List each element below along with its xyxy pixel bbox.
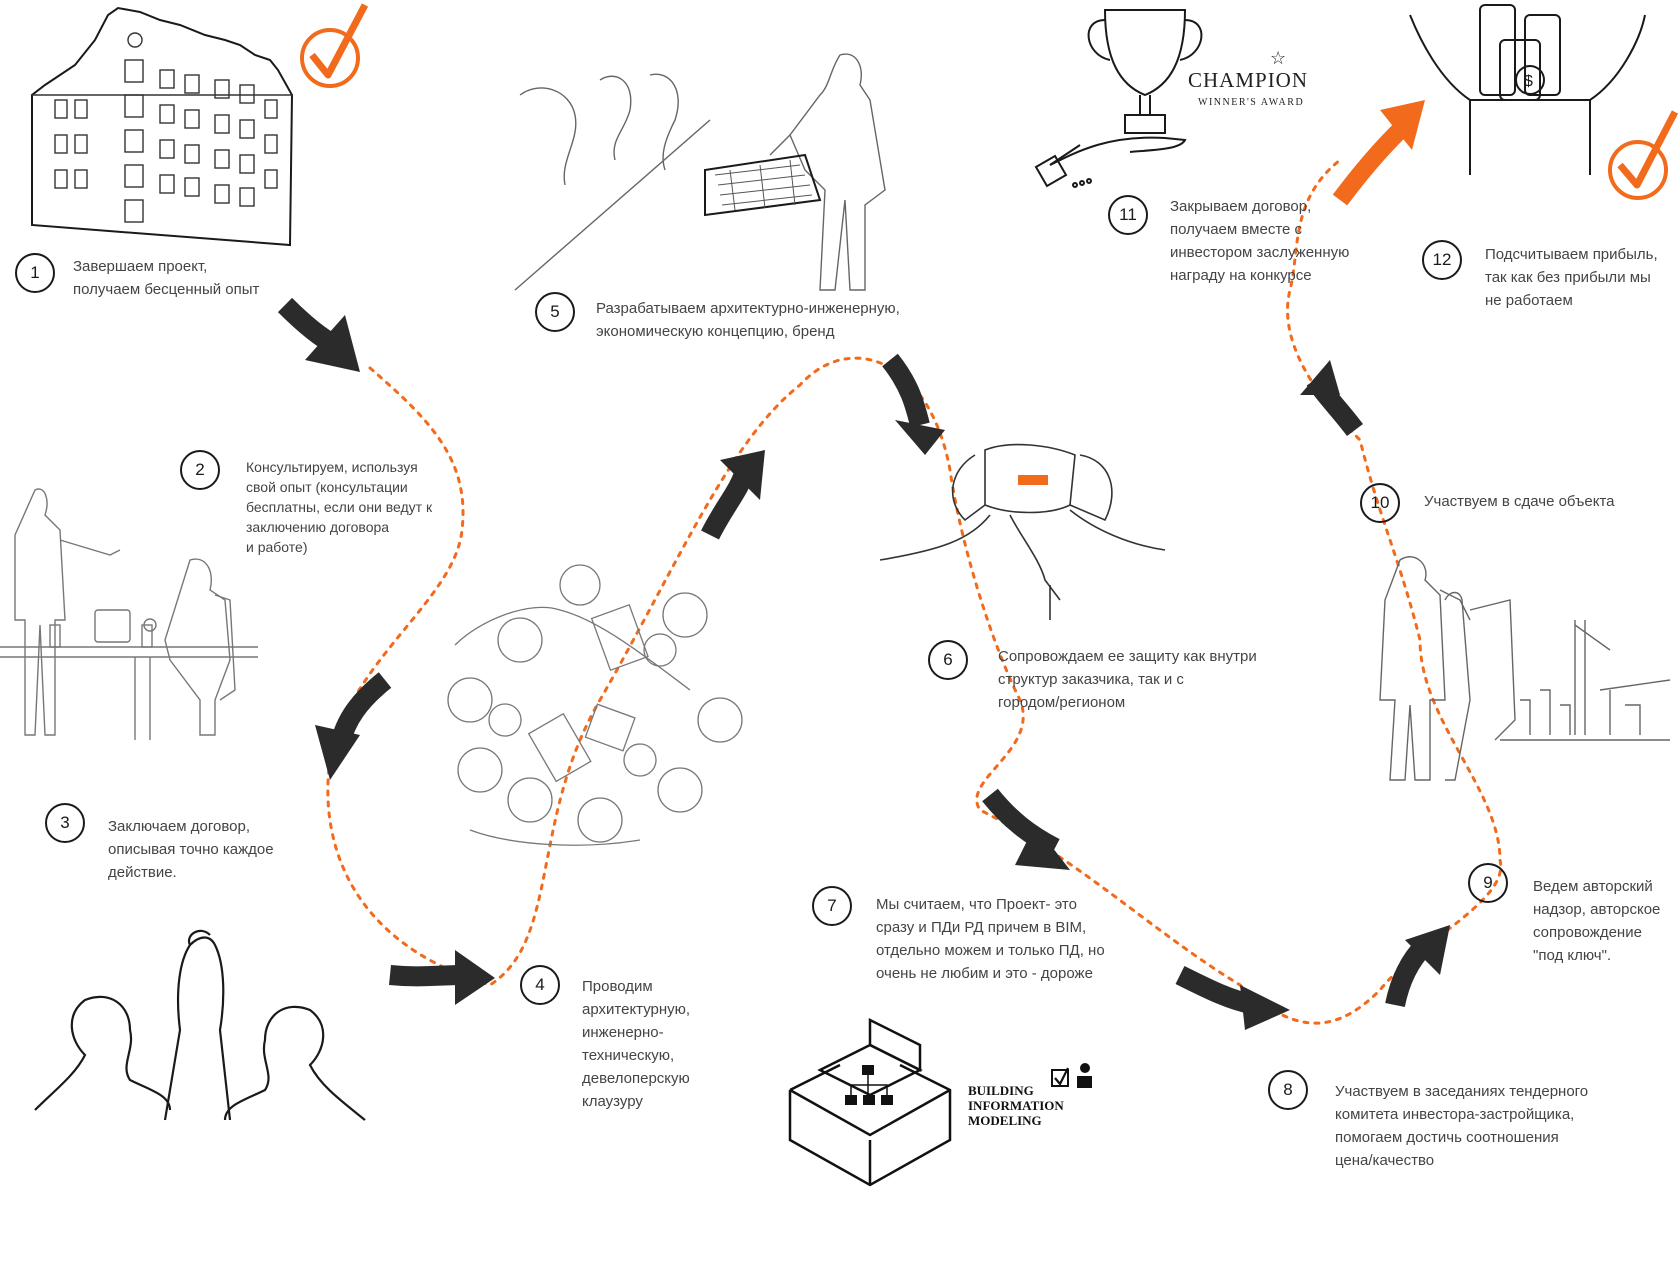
step-5-text: Разрабатываем архитектурно-инженерную, э… bbox=[596, 297, 900, 343]
step-12-line: не работаем bbox=[1485, 292, 1573, 309]
step-1-line: Завершаем проект, bbox=[73, 258, 208, 275]
step-7-text: Мы считаем, что Проект- это сразу и ПДи … bbox=[876, 893, 1105, 985]
step-2-line: и работе) bbox=[246, 539, 308, 555]
bim-line: MODELING bbox=[968, 1113, 1042, 1128]
step-11-line: Закрываем договор, bbox=[1170, 198, 1312, 215]
step-6-number: 6 bbox=[928, 640, 968, 680]
step-7-line: очень не любим и это - дороже bbox=[876, 965, 1093, 982]
construction-site-icon bbox=[1379, 556, 1671, 781]
step-11-line: получаем вместе с bbox=[1170, 221, 1303, 238]
step-9-line: "под ключ". bbox=[1533, 947, 1612, 964]
bim-line: BUILDING bbox=[968, 1083, 1034, 1098]
step-5-line: Разрабатываем архитектурно-инженерную, bbox=[596, 300, 900, 317]
step-9-number: 9 bbox=[1468, 863, 1508, 903]
step-4-line: Проводим bbox=[582, 978, 653, 995]
step-7-line: Мы считаем, что Проект- это bbox=[876, 896, 1077, 913]
bim-person-icon bbox=[1051, 1063, 1092, 1088]
orange-arrow-head bbox=[1380, 100, 1425, 150]
step-6-text: Сопровождаем ее защиту как внутри структ… bbox=[998, 645, 1257, 714]
step-2-text: Консультируем, используя свой опыт (конс… bbox=[246, 457, 432, 557]
star-icon: ☆ bbox=[1270, 48, 1287, 68]
step-3-text: Заключаем договор, описывая точно каждое… bbox=[108, 815, 274, 884]
step-9-line: сопровождение bbox=[1533, 924, 1642, 941]
step-10-text: Участвуем в сдаче объекта bbox=[1424, 490, 1615, 513]
step-4-line: архитектурную, bbox=[582, 1001, 691, 1018]
step-4-number: 4 bbox=[520, 965, 560, 1005]
step-7-line: сразу и ПДи РД причем в BIM, bbox=[876, 919, 1087, 936]
champion-title: CHAMPION bbox=[1188, 68, 1309, 92]
vr-headset-icon bbox=[879, 443, 1166, 620]
step-8-line: помогаем достичь соотношения bbox=[1335, 1129, 1559, 1146]
arrow-heads bbox=[305, 315, 1450, 1030]
step-7-line: отдельно можем и только ПД, но bbox=[876, 942, 1105, 959]
bim-cube-icon bbox=[788, 1017, 952, 1187]
step-8-line: Участвуем в заседаниях тендерного bbox=[1335, 1083, 1589, 1100]
step-8-number: 8 bbox=[1268, 1070, 1308, 1110]
step-8-line: цена/качество bbox=[1335, 1152, 1435, 1169]
champion-subtitle: WINNER'S AWARD bbox=[1198, 97, 1305, 108]
step-2-line: Консультируем, используя bbox=[246, 459, 418, 475]
step-10-number: 10 bbox=[1360, 483, 1400, 523]
checkmark-icon bbox=[300, 3, 369, 88]
step-8-line: комитета инвестора-застройщика, bbox=[1335, 1106, 1575, 1123]
step-5-number: 5 bbox=[535, 292, 575, 332]
step-12-number: 12 bbox=[1422, 240, 1462, 280]
step-4-line: девелоперскую bbox=[582, 1070, 690, 1087]
arrow-5-6 bbox=[882, 353, 930, 428]
step-3-line: действие. bbox=[108, 864, 177, 881]
orange-arrow-profit bbox=[1332, 118, 1412, 206]
meeting-sketch-icon bbox=[514, 53, 886, 291]
step-7-number: 7 bbox=[812, 886, 852, 926]
step-12-line: Подсчитываем прибыль, bbox=[1485, 246, 1658, 263]
step-11-number: 11 bbox=[1108, 195, 1148, 235]
step-3-number: 3 bbox=[45, 803, 85, 843]
step-5-line: экономическую концепцию, бренд bbox=[596, 323, 835, 340]
step-11-line: награду на конкурсе bbox=[1170, 267, 1312, 284]
step-3-line: описывая точно каждое bbox=[108, 841, 274, 858]
step-11-text: Закрываем договор, получаем вместе с инв… bbox=[1170, 195, 1349, 287]
money-hands-icon: $ bbox=[1409, 4, 1646, 175]
step-9-line: надзор, авторское bbox=[1533, 901, 1661, 918]
step-10-line: Участвуем в сдаче объекта bbox=[1424, 493, 1615, 510]
step-6-line: структур заказчика, так и с bbox=[998, 671, 1184, 688]
bim-line: INFORMATION bbox=[968, 1098, 1064, 1113]
trophy-icon bbox=[1034, 9, 1203, 188]
step-1-text: Завершаем проект, получаем бесценный опы… bbox=[73, 255, 259, 301]
step-12-line: так как без прибыли мы bbox=[1485, 269, 1651, 286]
meeting-table-icon bbox=[447, 564, 743, 846]
svg-text:$: $ bbox=[1524, 73, 1533, 90]
step-2-line: бесплатны, если они ведут к bbox=[246, 499, 433, 515]
step-4-line: инженерно- bbox=[582, 1024, 664, 1041]
city-model-icon bbox=[704, 153, 822, 217]
step-12-text: Подсчитываем прибыль, так как без прибыл… bbox=[1485, 243, 1658, 312]
step-8-text: Участвуем в заседаниях тендерного комите… bbox=[1335, 1080, 1588, 1172]
office-sketch-icon bbox=[0, 488, 258, 740]
step-6-line: городом/регионом bbox=[998, 694, 1126, 711]
step-9-text: Ведем авторский надзор, авторское сопров… bbox=[1533, 875, 1660, 967]
handshake-icon bbox=[34, 929, 366, 1121]
building-sketch-icon bbox=[31, 6, 294, 247]
step-2-line: заключению договора bbox=[246, 519, 390, 535]
bim-label: BUILDING INFORMATION MODELING bbox=[968, 1083, 1064, 1128]
step-3-line: Заключаем договор, bbox=[108, 818, 251, 835]
step-4-text: Проводим архитектурную, инженерно- техни… bbox=[582, 975, 690, 1113]
step-6-line: Сопровождаем ее защиту как внутри bbox=[998, 648, 1257, 665]
arrow-3-4 bbox=[389, 965, 466, 987]
step-1-line: получаем бесценный опыт bbox=[73, 281, 260, 298]
step-4-line: техническую, bbox=[582, 1047, 675, 1064]
step-4-line: клаузуру bbox=[582, 1093, 643, 1110]
step-9-line: Ведем авторский bbox=[1533, 878, 1653, 895]
checkmark-icon bbox=[1608, 110, 1679, 200]
step-1-number: 1 bbox=[15, 253, 55, 293]
step-11-line: инвестором заслуженную bbox=[1170, 244, 1350, 261]
step-2-number: 2 bbox=[180, 450, 220, 490]
step-2-line: свой опыт (консультации bbox=[246, 479, 408, 495]
process-path bbox=[326, 158, 1503, 1025]
